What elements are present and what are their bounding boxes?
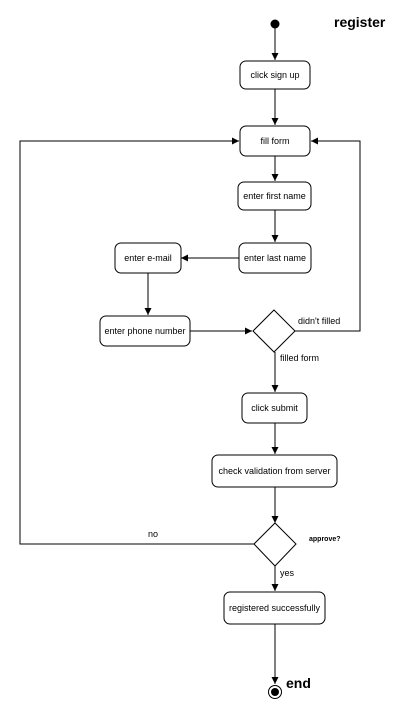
node-click-submit: click submit (241, 392, 308, 424)
node-check-validation: check validation from server (211, 454, 338, 488)
node-enter-email: enter e-mail (114, 242, 182, 274)
svg-text:enter first name: enter first name (243, 191, 306, 201)
label-filled-form: filled form (280, 353, 319, 363)
svg-text:click submit: click submit (251, 403, 298, 413)
edges (19, 28, 361, 684)
svg-text:enter last name: enter last name (244, 253, 306, 263)
node-enter-last-name: enter last name (238, 242, 312, 274)
node-registered-successfully: registered successfully (223, 591, 326, 625)
node-enter-phone-number: enter phone number (99, 315, 191, 347)
svg-text:check validation from server: check validation from server (218, 466, 330, 476)
decision-approve (253, 522, 297, 567)
label-yes: yes (280, 568, 295, 578)
label-no: no (148, 529, 158, 539)
svg-text:registered successfully: registered successfully (229, 603, 321, 613)
end-node (268, 685, 282, 699)
node-click-sign-up: click sign up (239, 60, 311, 90)
edge-didnt-filled (295, 137, 361, 332)
svg-text:enter phone number: enter phone number (104, 326, 185, 336)
node-fill-form: fill form (239, 125, 311, 157)
diagram-title: register (334, 14, 386, 30)
start-node (270, 19, 280, 29)
node-enter-first-name: enter first name (237, 181, 312, 211)
label-didnt-filled: didn't filled (298, 316, 340, 326)
svg-text:fill form: fill form (261, 136, 290, 146)
end-label: end (286, 675, 311, 691)
svg-text:enter e-mail: enter e-mail (124, 253, 172, 263)
decision-form-filled (252, 309, 296, 353)
svg-text:click sign up: click sign up (250, 70, 299, 80)
label-approve: approve? (309, 536, 341, 543)
edge-no (19, 137, 255, 545)
